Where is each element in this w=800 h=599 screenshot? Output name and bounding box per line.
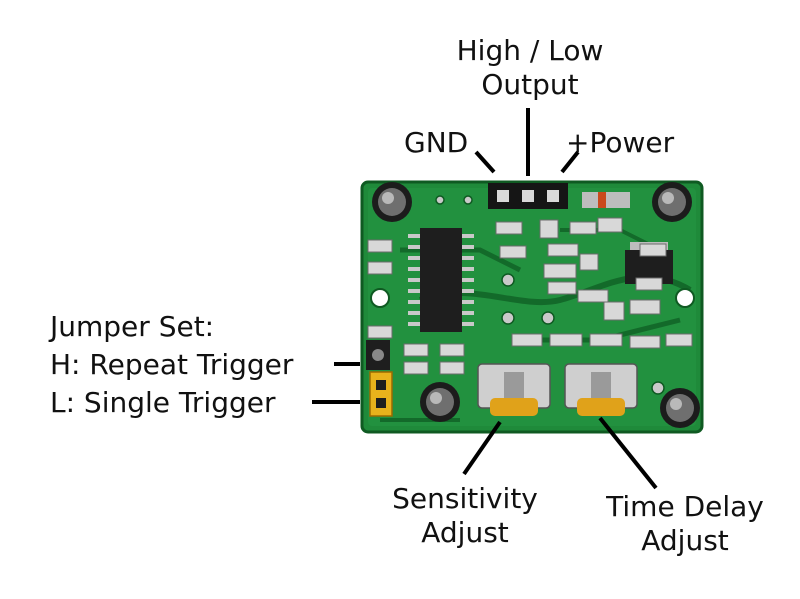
label-output-line2: Output — [481, 68, 579, 101]
label-sensitivity-line1: Sensitivity — [392, 482, 538, 515]
sensitivity-potentiometer — [477, 363, 551, 416]
label-high-low-line1: High / Low — [456, 34, 604, 67]
label-power: +Power — [566, 126, 675, 159]
label-sensitivity-adjust: Sensitivity Adjust — [380, 482, 550, 550]
label-sensitivity-line2: Adjust — [421, 516, 509, 549]
label-jumper-title: Jumper Set: — [50, 310, 215, 343]
label-high-low-output: High / Low Output — [432, 34, 628, 102]
vias — [435, 195, 665, 395]
capacitor-bottom-right — [660, 388, 700, 428]
time-delay-potentiometer — [564, 363, 638, 416]
capacitor-top-left — [372, 182, 412, 222]
mounting-hole-right — [675, 288, 695, 308]
label-single-trigger: L: Single Trigger — [50, 386, 276, 419]
leader-sensitivity — [462, 420, 502, 476]
label-gnd: GND — [404, 126, 469, 159]
ic-chip — [408, 228, 474, 332]
diode — [582, 192, 630, 208]
label-time-delay-line1: Time Delay — [606, 490, 764, 523]
label-repeat-trigger: H: Repeat Trigger — [50, 348, 294, 381]
capacitor-top-right — [652, 182, 692, 222]
leader-gnd — [474, 150, 496, 174]
label-time-delay-adjust: Time Delay Adjust — [592, 490, 778, 558]
leader-time-delay — [598, 416, 658, 490]
label-time-delay-line2: Adjust — [641, 524, 729, 557]
mounting-hole-left — [370, 288, 390, 308]
leader-power — [560, 150, 580, 174]
pin-header — [488, 183, 568, 209]
leader-lines — [312, 108, 658, 490]
label-jumper-set: Jumper Set: H: Repeat Trigger L: Single … — [50, 310, 293, 424]
smd-components — [367, 217, 693, 375]
jumper — [366, 340, 393, 417]
capacitor-bottom-left — [420, 382, 460, 422]
